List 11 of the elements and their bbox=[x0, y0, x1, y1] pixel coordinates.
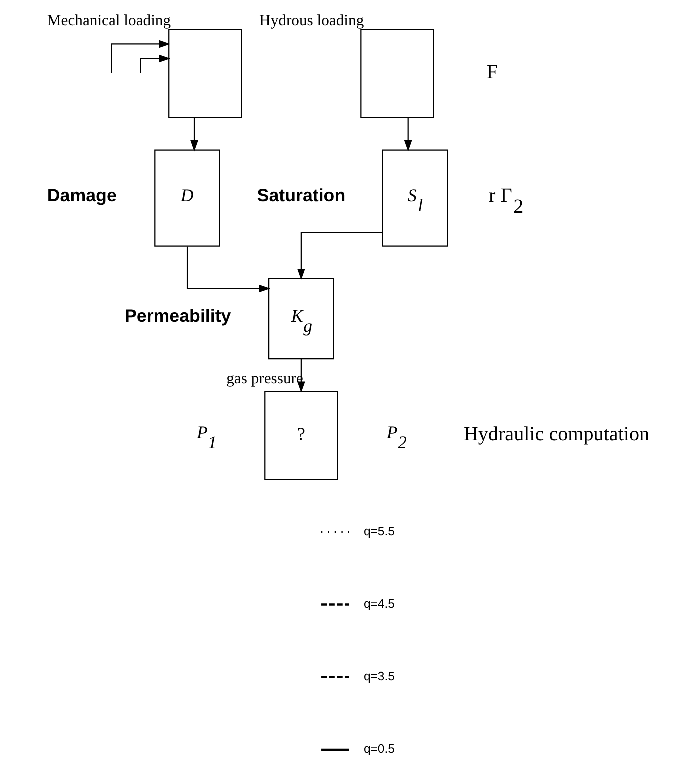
node-label: Hydrous loading bbox=[260, 12, 364, 30]
node-label: Permeability bbox=[125, 306, 232, 326]
node-label: Damage bbox=[47, 185, 117, 206]
legend-label: q=0.5 bbox=[364, 742, 396, 756]
node-label: Saturation bbox=[257, 185, 346, 206]
legend-label: q=3.5 bbox=[364, 669, 396, 684]
legend-label: q=5.5 bbox=[364, 524, 396, 538]
legend-label: q=4.5 bbox=[364, 596, 396, 611]
label: Hydraulic computation bbox=[464, 424, 650, 446]
node-label: Mechanical loading bbox=[47, 12, 172, 30]
label: F bbox=[486, 62, 498, 84]
